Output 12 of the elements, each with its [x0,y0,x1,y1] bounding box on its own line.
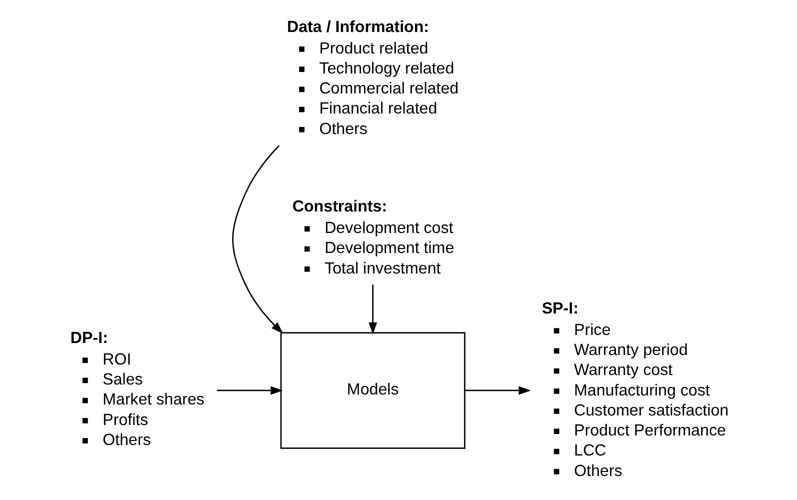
node-label: Total investment [324,259,440,278]
node-text: DP-I: ROI Sales Market shares Profits Others [70,329,204,449]
node-label: Development time [324,239,454,258]
arrow [232,145,283,334]
node-text: Data / Information: Product related Technology related Commercial related Financial related Others [286,18,458,138]
node-box: Models [280,332,465,449]
node-text: SP-I: Price Warranty period Warranty cost Manufacturing cost Customer satisfaction Product Performance LCC Others [541,300,728,480]
arrow [464,386,530,395]
node-label: Constraints: [292,198,387,216]
arrow [216,386,282,395]
node-label: Development cost [324,219,453,238]
arrow [368,284,377,334]
